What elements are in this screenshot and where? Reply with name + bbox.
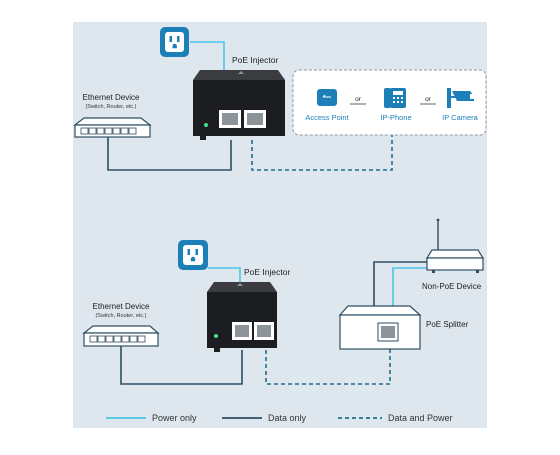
legend-data-only: Data only	[268, 413, 307, 423]
splitter-data-line	[373, 261, 427, 306]
data-power-line-2	[265, 348, 391, 385]
power-line-2	[208, 267, 241, 287]
pd-label-ip-camera: IP Camera	[442, 113, 479, 122]
or-label-1: or	[355, 96, 362, 103]
ethernet-device-title-1: Ethernet Device	[83, 93, 140, 102]
power-outlet-icon-2	[178, 240, 208, 270]
power-line-1	[190, 41, 225, 78]
legend-power-only: Power only	[152, 413, 197, 423]
pd-label-ip-phone: IP-Phone	[380, 113, 411, 122]
ethernet-device-subtitle-2: (Switch, Router, etc.)	[95, 313, 146, 319]
ip-phone-icon	[384, 88, 406, 108]
poe-splitter-device	[338, 305, 422, 350]
legend-data-and-power: Data and Power	[388, 413, 453, 423]
ethernet-device-switch	[73, 117, 152, 138]
status-led-icon	[204, 123, 208, 127]
ethernet-device-subtitle-1: (Switch, Router, etc.)	[85, 104, 136, 110]
pd-label-access-point: Access Point	[305, 113, 349, 122]
splitter-label: PoE Splitter	[426, 320, 469, 329]
injector-label-1: PoE Injector	[232, 55, 278, 65]
data-power-line-1	[251, 135, 393, 171]
data-line-1	[107, 137, 232, 171]
power-outlet-icon	[160, 27, 189, 57]
non-poe-router-icon	[425, 218, 485, 273]
poe-injector-device	[193, 70, 285, 140]
ethernet-device-switch-2	[82, 325, 160, 347]
access-point-icon	[317, 89, 337, 106]
diagram1-connections	[107, 41, 393, 171]
data-line-2	[120, 346, 243, 385]
ip-camera-icon	[447, 88, 474, 108]
ethernet-device-title-2: Ethernet Device	[93, 302, 150, 311]
legend: Power only Data only Data and Power	[106, 413, 453, 423]
non-poe-label: Non-PoE Device	[422, 282, 482, 291]
status-led-icon-2	[214, 334, 218, 338]
diagram2-connections	[120, 261, 427, 385]
poe-injector-device-2	[207, 282, 277, 352]
or-label-2: or	[425, 96, 432, 103]
splitter-power-line	[392, 267, 427, 306]
injector-label-2: PoE Injector	[244, 267, 290, 277]
